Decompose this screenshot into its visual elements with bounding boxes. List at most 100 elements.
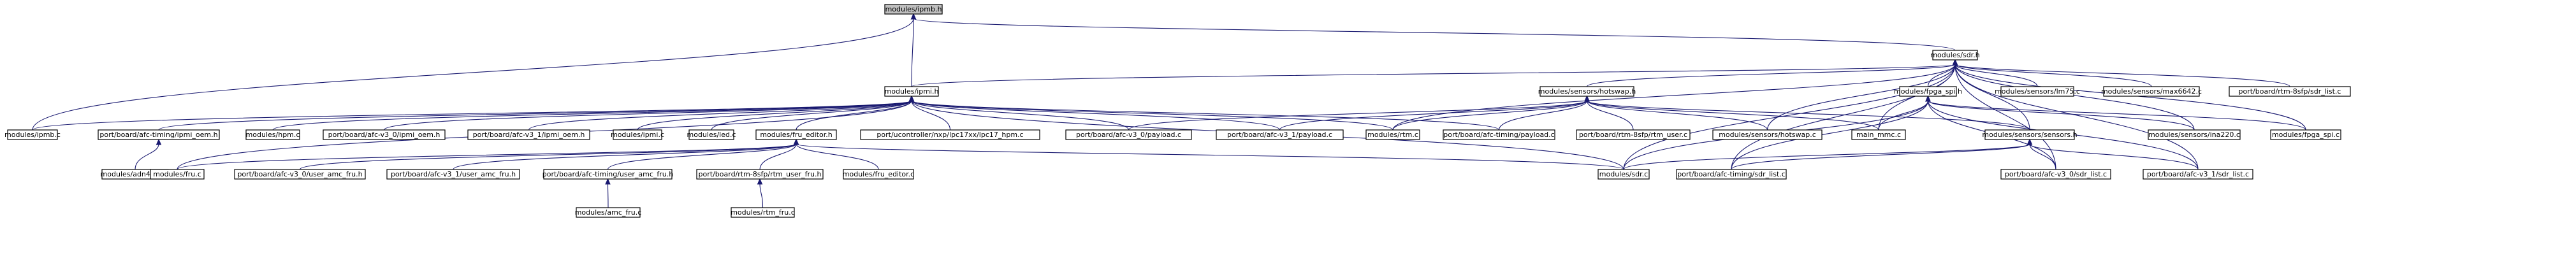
node-box[interactable] [755, 129, 837, 140]
node-box[interactable] [860, 129, 1040, 140]
edge-n37-to-n1 [1954, 64, 2199, 170]
graph-node[interactable]: modules/sensors/sensors.h [1982, 129, 2078, 140]
node-box[interactable] [234, 169, 366, 180]
graph-node[interactable]: modules/fru_editor.h [755, 129, 837, 140]
node-box[interactable] [1712, 129, 1823, 140]
node-box[interactable] [2000, 86, 2074, 97]
graph-node[interactable]: modules/ipmb.h [884, 4, 943, 15]
graph-node[interactable]: modules/rtm.c [1365, 129, 1420, 140]
graph-node[interactable]: modules/led.c [687, 129, 736, 140]
edge-n19-to-n1 [1392, 64, 1956, 131]
graph-node[interactable]: port/board/rtm-8sfp/sdr_list.c [2229, 86, 2351, 97]
graph-node[interactable]: modules/sensors/lm75.c [1995, 86, 2080, 97]
node-box[interactable] [2000, 169, 2111, 180]
graph-node[interactable]: modules/ipmb.c [4, 129, 61, 140]
node-box[interactable] [1984, 129, 2075, 140]
node-label: modules/sensors/lm75.c [1995, 87, 2080, 96]
graph-node[interactable]: modules/ipmi.c [611, 129, 664, 140]
node-box[interactable] [386, 169, 520, 180]
graph-node[interactable]: port/board/rtm-8sfp/rtm_user_fru.h [696, 169, 824, 180]
graph-node[interactable]: modules/sdr.c [1597, 169, 1650, 180]
node-box[interactable] [467, 129, 590, 140]
graph-node[interactable]: port/board/afc-v3_1/user_amc_fru.h [386, 169, 520, 180]
node-label: modules/ipmi.h [885, 87, 939, 96]
graph-node[interactable]: port/board/afc-v3_0/sdr_list.c [2000, 169, 2111, 180]
root-node-box[interactable] [884, 4, 943, 15]
node-label: port/board/afc-timing/user_amc_fru.h [542, 170, 674, 178]
node-label: modules/ipmb.h [885, 5, 942, 13]
graph-node[interactable]: port/board/rtm-8sfp/rtm_user.c [1576, 129, 1691, 140]
edge-n27-to-n9 [135, 143, 159, 170]
graph-node[interactable]: modules/sensors/hotswap.h [1538, 86, 1636, 97]
node-box[interactable] [1539, 86, 1634, 97]
graph-node[interactable]: port/board/afc-v3_1/ipmi_oem.h [467, 129, 590, 140]
graph-node[interactable]: modules/fru.c [150, 169, 205, 180]
node-box[interactable] [98, 129, 220, 140]
graph-node[interactable]: port/board/afc-timing/ipmi_oem.h [98, 129, 220, 140]
edge-n35-to-n1 [1731, 64, 1956, 170]
node-box[interactable] [1932, 50, 1978, 61]
edge-arrowhead [1952, 59, 1958, 66]
edge-n22-to-n1 [1766, 64, 1956, 131]
graph-node[interactable]: port/board/afc-v3_0/ipmi_oem.h [323, 129, 446, 140]
node-box[interactable] [843, 169, 914, 180]
node-box[interactable] [613, 129, 662, 140]
graph-node[interactable]: modules/sensors/max6642.c [2101, 86, 2202, 97]
graph-node[interactable]: port/board/afc-timing/sdr_list.c [1676, 169, 1787, 180]
graph-node[interactable]: port/board/afc-timing/user_amc_fru.h [542, 169, 674, 180]
node-box[interactable] [1576, 129, 1691, 140]
graph-node[interactable]: modules/hpm.c [245, 129, 300, 140]
edge-n21-to-n4 [1586, 100, 1634, 131]
graph-node[interactable]: modules/fpga_spi.h [1894, 86, 1962, 97]
graph-node[interactable]: modules/ipmi.h [884, 86, 939, 97]
node-box[interactable] [1365, 129, 1420, 140]
graph-node[interactable]: modules/amc_fru.c [575, 207, 642, 218]
edge-n24-to-n5 [1927, 100, 2195, 131]
node-box[interactable] [2229, 86, 2351, 97]
node-box[interactable] [731, 207, 795, 218]
node-box[interactable] [688, 129, 734, 140]
node-box[interactable] [576, 207, 641, 218]
node-box[interactable] [2270, 129, 2341, 140]
node-box[interactable] [2103, 86, 2200, 97]
node-box[interactable] [1216, 129, 1344, 140]
node-box[interactable] [884, 86, 939, 97]
node-box[interactable] [7, 129, 58, 140]
graph-node[interactable]: port/board/afc-v3_1/sdr_list.c [2143, 169, 2253, 180]
graph-node[interactable]: modules/fpga_spi.c [2270, 129, 2341, 140]
graph-node[interactable]: modules/fru_editor.c [843, 169, 914, 180]
graph-node[interactable]: modules/rtm_fru.c [731, 207, 795, 218]
graph-node[interactable]: main_mmc.c [1851, 129, 1906, 140]
node-box[interactable] [1676, 169, 1787, 180]
graph-node[interactable]: modules/sdr.h [1930, 50, 1980, 61]
node-box[interactable] [245, 129, 300, 140]
node-box[interactable] [2143, 169, 2253, 180]
node-box[interactable] [1899, 86, 1957, 97]
graph-node[interactable]: port/board/afc-timing/payload.c [1443, 129, 1555, 140]
graph-node[interactable]: port/ucontroller/nxp/lpc17xx/lpc17_hpm.c [860, 129, 1040, 140]
edge-n35-to-n26 [1731, 143, 2030, 170]
node-label: modules/sensors/hotswap.h [1538, 87, 1636, 96]
graph-edges [32, 13, 2306, 208]
node-box[interactable] [323, 129, 446, 140]
node-box[interactable] [1597, 169, 1650, 180]
node-box[interactable] [1851, 129, 1906, 140]
edge-arrowhead [793, 138, 799, 145]
node-label: modules/amc_fru.c [575, 208, 642, 217]
node-box[interactable] [696, 169, 824, 180]
graph-node[interactable]: port/board/afc-v3_0/payload.c [1065, 129, 1192, 140]
graph-node[interactable]: port/board/afc-v3_0/user_amc_fru.h [234, 169, 366, 180]
node-box[interactable] [2148, 129, 2241, 140]
edge-arrowhead [757, 178, 763, 185]
node-label: port/board/afc-v3_0/payload.c [1076, 131, 1181, 139]
node-label: port/board/afc-v3_0/ipmi_oem.h [328, 131, 440, 139]
graph-node[interactable]: modules/sensors/hotswap.c [1712, 129, 1823, 140]
node-box[interactable] [150, 169, 205, 180]
node-box[interactable] [543, 169, 673, 180]
node-label: modules/ipmb.c [4, 131, 61, 139]
graph-node[interactable]: port/board/afc-v3_1/payload.c [1216, 129, 1344, 140]
node-box[interactable] [1065, 129, 1192, 140]
node-label: port/board/afc-timing/payload.c [1443, 131, 1554, 139]
graph-node[interactable]: modules/sensors/ina220.c [2148, 129, 2241, 140]
node-box[interactable] [1443, 129, 1555, 140]
